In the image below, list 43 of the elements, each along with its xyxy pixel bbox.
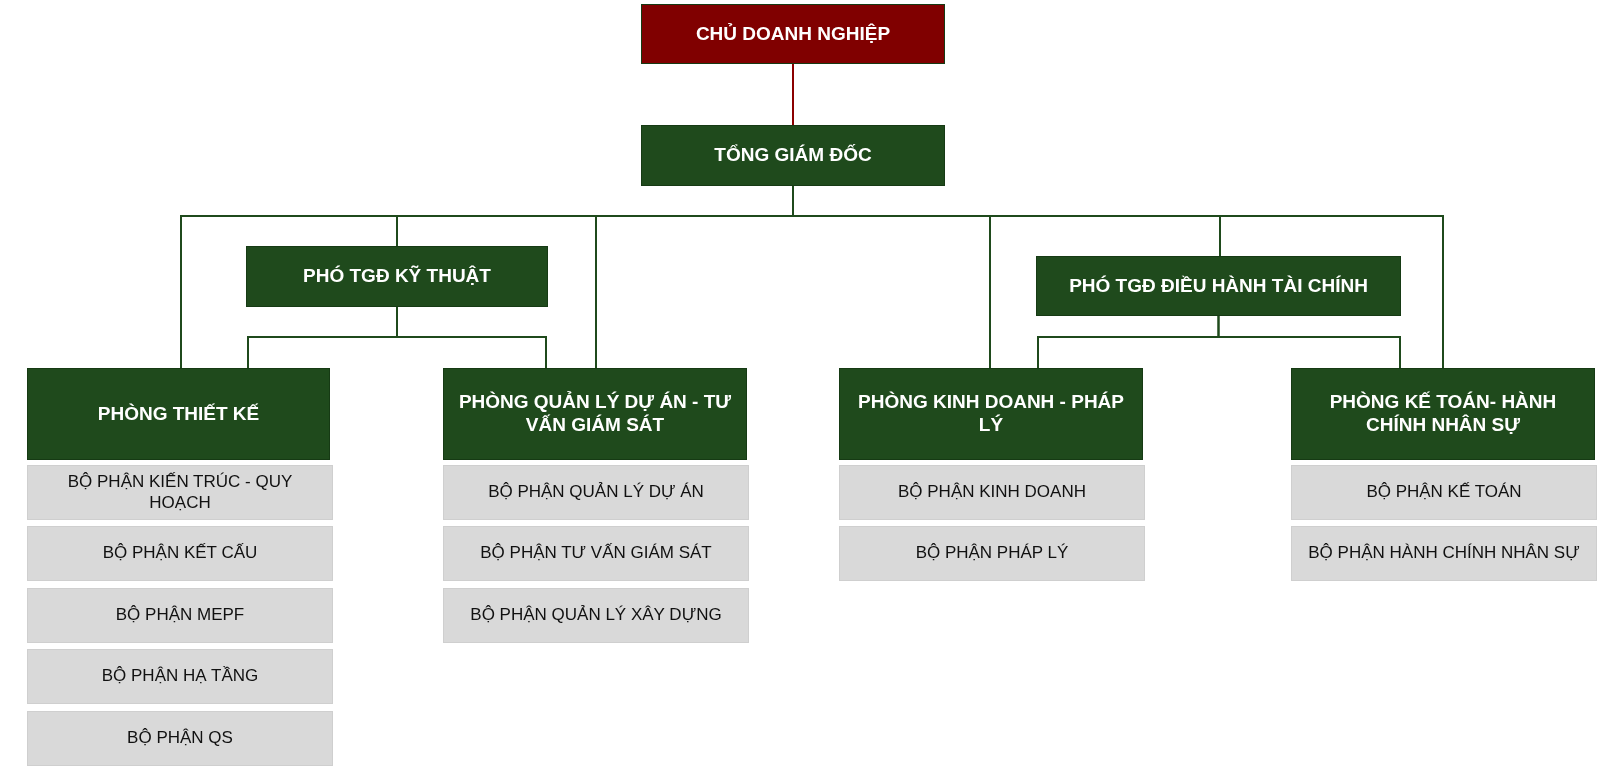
department-box xyxy=(1291,368,1595,460)
department-box xyxy=(246,246,548,307)
unit-box xyxy=(27,465,333,520)
department-box xyxy=(839,368,1143,460)
box-label: PHÒNG KẾ TOÁN- HÀNH CHÍNH NHÂN SỰ xyxy=(1328,391,1558,437)
unit-box xyxy=(27,526,333,581)
box-label: BỘ PHẬN QS xyxy=(127,728,233,749)
connector-line xyxy=(1217,315,1401,369)
box-label: CHỦ DOANH NGHIỆP xyxy=(695,22,891,46)
unit-box xyxy=(839,465,1145,520)
department-box xyxy=(641,125,945,186)
box-label: BỘ PHẬN KIẾN TRÚC - QUY HOẠCH xyxy=(66,472,294,513)
box-label: BỘ PHẬN TƯ VẤN GIÁM SÁT xyxy=(480,543,712,564)
box-label: PHÒNG QUẢN LÝ DỰ ÁN - TƯ VẤN GIÁM SÁT xyxy=(457,391,733,437)
unit-box xyxy=(27,588,333,643)
unit-box xyxy=(27,649,333,704)
box-label: BỘ PHẬN MEPF xyxy=(115,605,245,626)
box-label: BỘ PHẬN QUẢN LÝ XÂY DỰNG xyxy=(470,605,722,626)
unit-box xyxy=(1291,526,1597,581)
box-label: BỘ PHẬN KINH DOANH xyxy=(898,482,1086,503)
owner-box xyxy=(641,4,945,64)
connector-line xyxy=(396,306,547,369)
department-box xyxy=(443,368,747,460)
unit-box xyxy=(443,465,749,520)
box-label: BỘ PHẬN PHÁP LÝ xyxy=(915,543,1069,564)
box-label: BỘ PHẬN QUẢN LÝ DỰ ÁN xyxy=(488,482,704,503)
box-label: BỘ PHẬN KẾT CẤU xyxy=(102,543,258,564)
unit-box xyxy=(839,526,1145,581)
unit-box xyxy=(443,526,749,581)
box-label: PHÓ TGĐ ĐIỀU HÀNH TÀI CHÍNH xyxy=(1069,274,1368,298)
box-label: PHÒNG THIẾT KẾ xyxy=(97,402,260,426)
unit-box xyxy=(1291,465,1597,520)
box-label: BỘ PHẬN HẠ TẦNG xyxy=(101,666,259,687)
department-box xyxy=(27,368,330,460)
unit-box xyxy=(443,588,749,643)
department-box xyxy=(1036,256,1401,316)
box-label: PHÒNG KINH DOANH - PHÁP LÝ xyxy=(857,391,1125,437)
connector-line xyxy=(792,63,794,126)
box-label: BỘ PHẬN HÀNH CHÍNH NHÂN SỰ xyxy=(1308,543,1580,564)
unit-box xyxy=(27,711,333,766)
box-label: TỔNG GIÁM ĐỐC xyxy=(714,144,872,167)
box-label: PHÓ TGĐ KỸ THUẬT xyxy=(303,265,491,288)
box-label: BỘ PHẬN KẾ TOÁN xyxy=(1366,482,1522,503)
